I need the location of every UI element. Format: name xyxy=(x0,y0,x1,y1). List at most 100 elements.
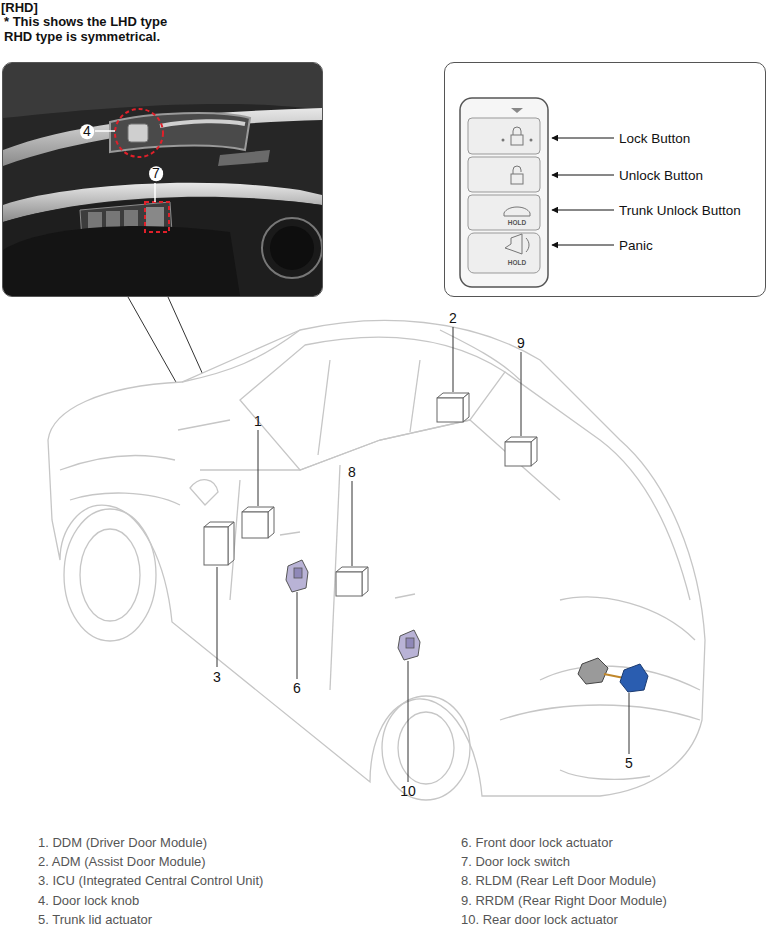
rect-shape xyxy=(146,207,164,229)
button-label: Unlock Button xyxy=(619,169,703,184)
path-shape xyxy=(398,630,420,660)
note: * This shows the LHD type RHD type is sy… xyxy=(4,15,190,45)
rect-shape xyxy=(336,572,362,596)
path-shape xyxy=(513,127,521,135)
line-shape xyxy=(408,661,409,782)
parts-list-item: 2. ADM (Assist Door Module) xyxy=(38,855,206,870)
parts-list-item: 3. ICU (Integrated Central Control Unit) xyxy=(38,874,263,889)
path-shape xyxy=(410,360,420,432)
line-shape xyxy=(217,567,218,667)
line-shape xyxy=(453,327,454,392)
callout-number: 4 xyxy=(80,124,94,139)
path-shape xyxy=(395,594,415,598)
ellipse-shape xyxy=(382,696,470,800)
parts-list-item: 5. Trunk lid actuator xyxy=(38,913,152,926)
parts-list-item: 9. RRDM (Rear Right Door Module) xyxy=(461,894,667,909)
path-shape xyxy=(178,420,230,430)
parts-list-item: 1. DDM (Driver Door Module) xyxy=(38,836,207,851)
lock-actuators xyxy=(286,560,648,692)
rect-shape xyxy=(406,638,414,648)
line-shape xyxy=(297,592,298,679)
inset-panel: 47 xyxy=(2,62,323,297)
rect-shape xyxy=(511,135,523,145)
polygon-shape xyxy=(268,507,274,538)
polygon-shape xyxy=(463,393,469,422)
rect-shape xyxy=(128,124,148,142)
rect-shape xyxy=(505,442,531,466)
callout-number: 10 xyxy=(400,783,416,799)
ellipse-shape xyxy=(80,529,140,621)
rect-shape xyxy=(468,195,540,230)
key-fob xyxy=(460,98,548,287)
ellipse-shape xyxy=(398,712,454,784)
parts-list-item: 10. Rear door lock actuator xyxy=(461,913,618,926)
line-shape xyxy=(552,138,614,139)
ellipse-shape xyxy=(64,509,156,641)
path-shape xyxy=(218,150,270,166)
path-shape xyxy=(511,108,523,113)
path-shape xyxy=(200,420,560,500)
rect-shape xyxy=(294,568,302,578)
path-shape xyxy=(505,234,522,254)
rect-shape xyxy=(3,63,322,296)
path-shape xyxy=(3,108,322,166)
line-shape xyxy=(521,352,522,436)
path-shape xyxy=(190,480,218,505)
path-shape xyxy=(240,337,505,470)
path-shape xyxy=(286,560,308,592)
line-shape xyxy=(552,210,614,211)
path-shape xyxy=(48,320,705,796)
leader-lines xyxy=(217,327,629,782)
rect-shape xyxy=(204,527,228,565)
circle-shape xyxy=(270,226,314,270)
callout-number: 8 xyxy=(348,464,356,480)
path-shape xyxy=(620,664,648,692)
door-photo xyxy=(3,63,322,296)
polygon-shape xyxy=(531,437,537,466)
path-shape xyxy=(513,166,521,174)
rect-shape xyxy=(437,398,463,422)
button-label: Lock Button xyxy=(619,132,690,147)
callout-number: 6 xyxy=(293,680,301,696)
line-shape xyxy=(258,430,259,506)
line-shape xyxy=(629,693,630,754)
path-shape xyxy=(3,63,322,118)
callout-number: 7 xyxy=(149,166,163,181)
rect-shape xyxy=(242,512,268,538)
line-shape xyxy=(604,674,624,678)
parts-list-item: 4. Door lock knob xyxy=(38,894,139,909)
line-shape xyxy=(552,245,614,246)
path-shape xyxy=(110,113,250,152)
circle-shape xyxy=(262,218,322,278)
parts-list-item: 6. Front door lock actuator xyxy=(461,836,613,851)
rect-shape xyxy=(511,174,523,184)
path-shape xyxy=(578,658,608,684)
path-shape xyxy=(60,456,175,470)
car-outline xyxy=(48,320,705,800)
path-shape xyxy=(440,330,520,380)
module-boxes xyxy=(204,393,537,596)
rect-shape xyxy=(468,118,540,154)
rect-shape xyxy=(460,98,548,287)
path-shape xyxy=(526,238,529,252)
parts-list-item: 8. RLDM (Rear Left Door Module) xyxy=(461,874,656,889)
path-shape xyxy=(560,597,695,640)
callout-number: 5 xyxy=(625,755,633,771)
line-shape xyxy=(552,175,614,176)
path-shape xyxy=(280,532,300,535)
button-label: Trunk Unlock Button xyxy=(619,204,741,219)
line-shape xyxy=(95,130,115,132)
rect-shape xyxy=(468,233,540,273)
circle-shape xyxy=(502,139,505,142)
path-shape xyxy=(3,226,240,296)
circle-shape xyxy=(115,109,163,157)
polygon-shape xyxy=(228,522,234,565)
path-shape xyxy=(505,372,690,600)
callout-number: 9 xyxy=(517,335,525,351)
path-shape xyxy=(182,330,300,382)
path-shape xyxy=(560,770,650,779)
path-shape xyxy=(540,666,700,690)
rect-shape xyxy=(145,202,169,232)
path-shape xyxy=(70,493,180,505)
